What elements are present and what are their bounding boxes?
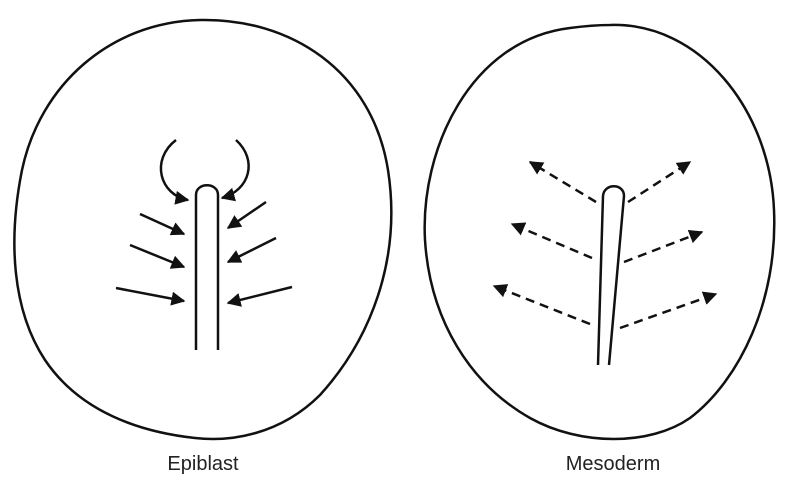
mesoderm-arrow [530, 162, 596, 202]
epiblast-arrow [228, 287, 292, 303]
epiblast-embryo-outline [14, 20, 391, 439]
mesoderm-arrow [494, 286, 590, 324]
epiblast-arrow [116, 288, 184, 301]
mesoderm-arrow [620, 294, 716, 328]
epiblast-arrow [228, 202, 266, 228]
epiblast-arrow [130, 245, 184, 267]
mesoderm-arrow [624, 232, 702, 262]
epiblast-curved-arrow-left [161, 140, 188, 200]
mesoderm-primitive-streak [598, 186, 624, 365]
epiblast-primitive-streak [196, 185, 218, 350]
epiblast-panel [14, 20, 391, 439]
mesoderm-embryo-outline [425, 25, 775, 439]
mesoderm-arrow [628, 162, 690, 202]
epiblast-arrow [228, 238, 276, 262]
epiblast-curved-arrow-right [222, 140, 249, 198]
mesoderm-panel [425, 25, 775, 439]
mesoderm-arrow [512, 224, 592, 258]
epiblast-arrow [140, 214, 184, 234]
mesoderm-caption: Mesoderm [513, 452, 713, 476]
epiblast-caption: Epiblast [103, 452, 303, 476]
